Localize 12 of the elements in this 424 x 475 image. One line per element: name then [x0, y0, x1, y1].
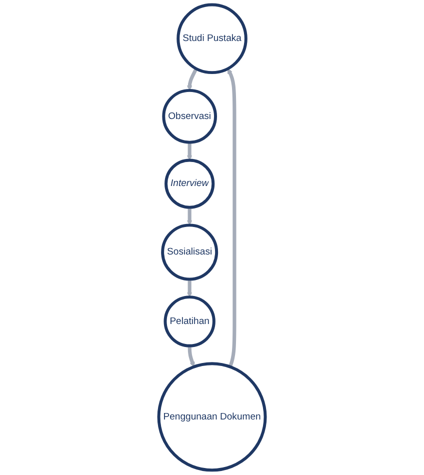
node-circle: Studi Pustaka	[176, 3, 248, 74]
arrow	[186, 207, 192, 226]
node-circle: Pelatihan	[164, 296, 216, 348]
arrow	[186, 278, 192, 298]
arrow	[186, 68, 198, 91]
node-circle: Interview	[164, 158, 215, 209]
arrow	[227, 68, 236, 368]
arrow	[188, 346, 195, 368]
node-circle: Observasi	[162, 88, 217, 144]
arrow	[186, 142, 192, 160]
node-circle: Sosialisasi	[161, 224, 218, 281]
node-circle: Penggunaan Dokumen	[157, 362, 267, 472]
